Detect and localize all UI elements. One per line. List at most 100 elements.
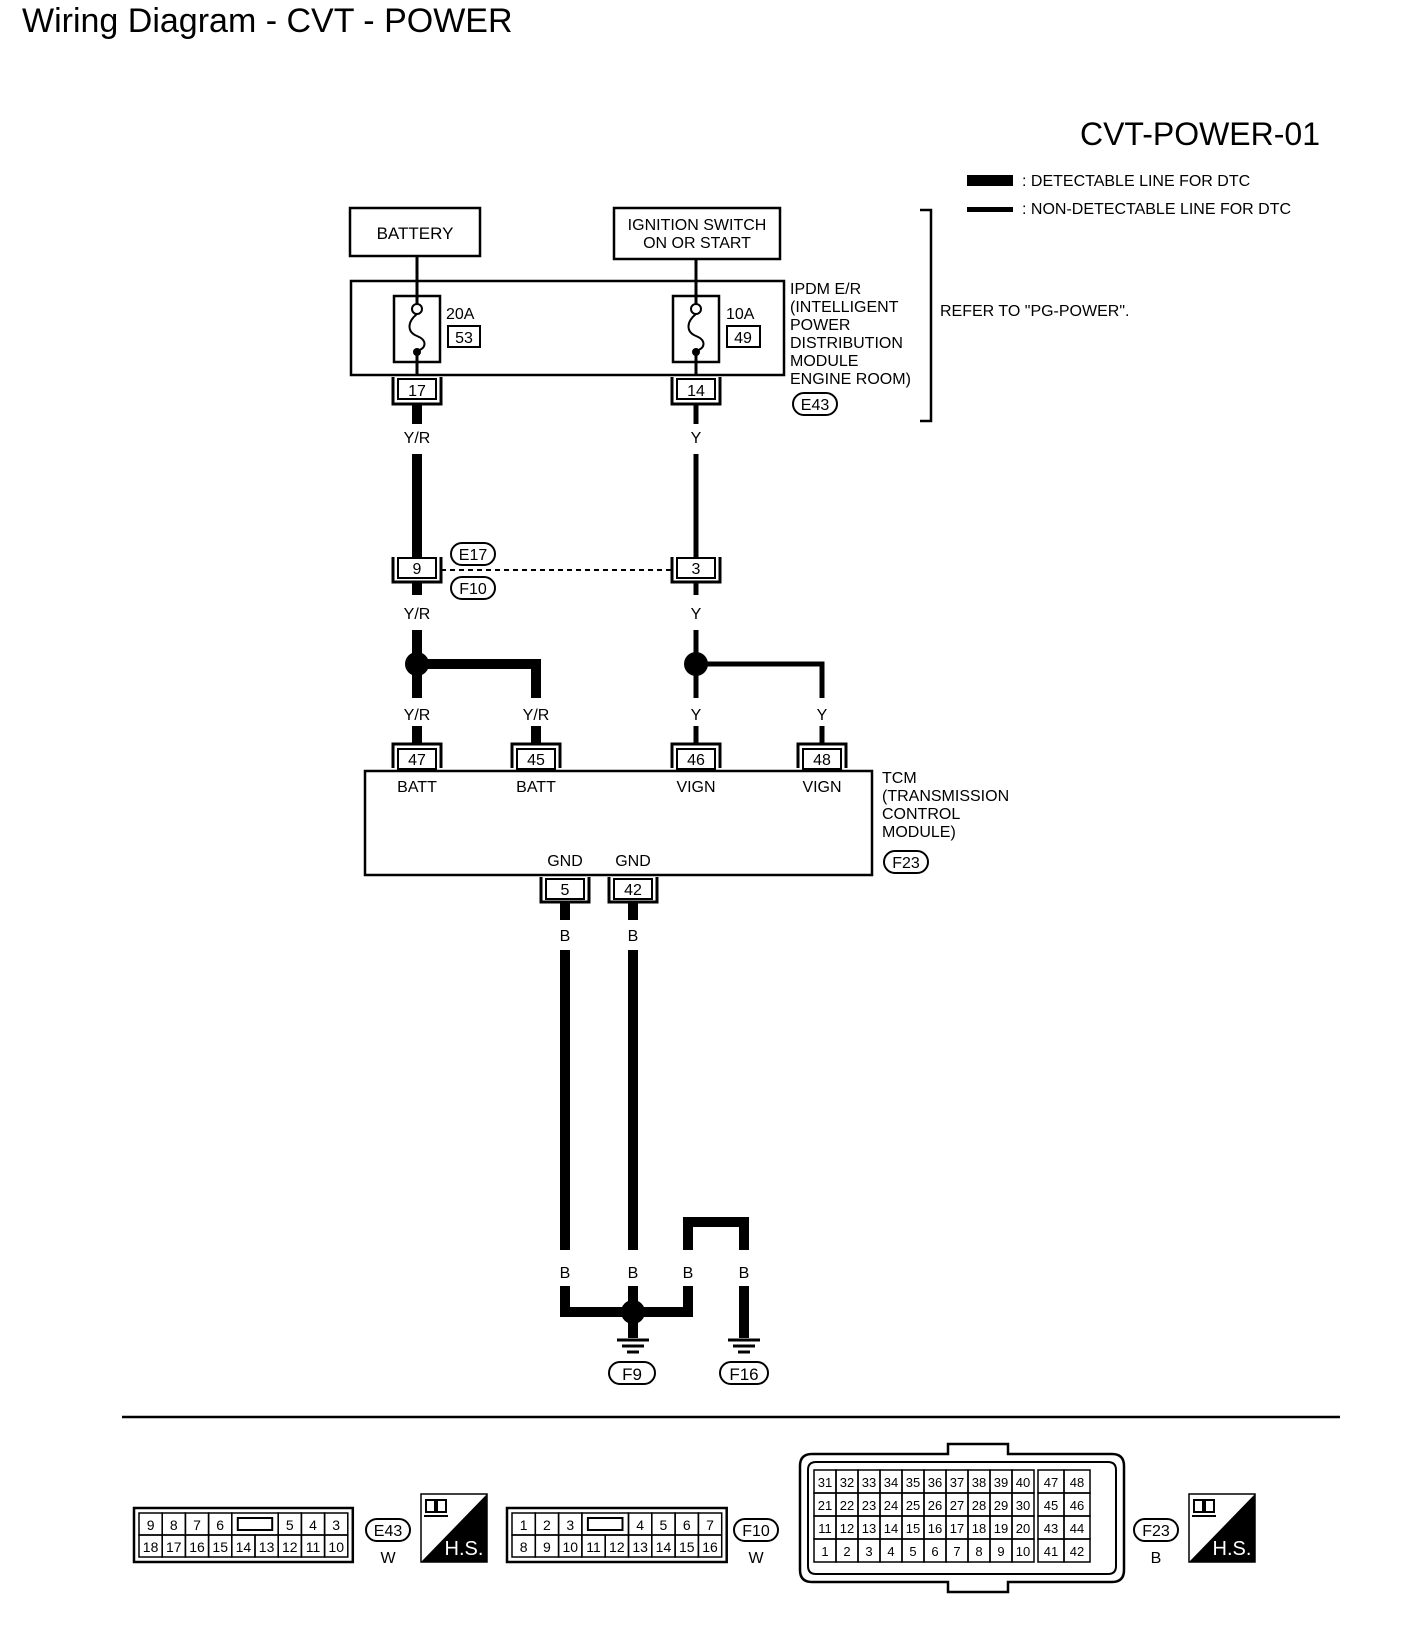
tcm-pin-5-num: 5 — [561, 882, 570, 899]
tcm-pin-48-name: VIGN — [802, 779, 841, 796]
connector-f23-pin-label: 7 — [953, 1544, 960, 1559]
y-branch-wire — [696, 661, 825, 698]
ipdm-label-line-2: (INTELLIGENT — [790, 299, 899, 316]
fuse-10a-number-box — [726, 325, 761, 348]
legend-detectable-label: : DETECTABLE LINE FOR DTC — [1022, 173, 1250, 190]
connector-f10-pin-label: 7 — [706, 1517, 714, 1533]
tcm-pin-42 — [607, 877, 659, 904]
connector-f23-pin-label: 3 — [865, 1544, 872, 1559]
connector-f23-pin-label: 19 — [994, 1521, 1008, 1536]
tcm-pin-48 — [796, 742, 848, 770]
connector-e43-pin-cell — [323, 1534, 349, 1558]
fuse-20a-number: 53 — [455, 330, 473, 347]
connector-e43-pin-label: 12 — [282, 1539, 298, 1555]
tcm-pin-45-num: 45 — [527, 752, 545, 769]
connector-f23-pin-label: 8 — [975, 1544, 982, 1559]
connector-f23-badge — [1133, 1518, 1179, 1542]
ipdm-label-line-6: ENGINE ROOM) — [790, 371, 911, 388]
connector-e43-pin-label: 3 — [332, 1517, 340, 1533]
connector-f23-pin-label: 39 — [994, 1475, 1008, 1490]
ipdm-connector-badge — [792, 392, 838, 416]
ipdm-pin-17-label: 17 — [408, 383, 426, 400]
tcm-label: TCM (TRANSMISSION CONTROL MODULE) — [882, 770, 1009, 841]
connector-f10-badge — [733, 1518, 779, 1542]
legend-non-detectable-label: : NON-DETECTABLE LINE FOR DTC — [1022, 201, 1291, 218]
connector-f10-color: W — [748, 1550, 764, 1567]
connector-e43-pin-label: 16 — [189, 1539, 205, 1555]
ipdm-pin-14-label: 14 — [687, 383, 705, 400]
connector-e43-pin-label: 11 — [306, 1539, 321, 1555]
ipdm-label: IPDM E/R (INTELLIGENT POWER DISTRIBUTION… — [790, 281, 911, 388]
connector-e43-pin-label: 5 — [286, 1517, 294, 1533]
fuse-20a-rating: 20A — [446, 306, 475, 323]
connector-f23-pin-label: 32 — [840, 1475, 854, 1490]
tcm-pin-47-name: BATT — [397, 779, 437, 796]
connector-f10-pin-label: 15 — [679, 1539, 695, 1555]
connector-f23-pin-label: 41 — [1044, 1544, 1058, 1559]
joint-pin-3-label: 3 — [692, 561, 701, 578]
tcm-pin-46-name: VIGN — [676, 779, 715, 796]
connector-f23-pin-label: 17 — [950, 1521, 964, 1536]
connector-f23-pin-label: 35 — [906, 1475, 920, 1490]
tcm-pin-42-num: 42 — [624, 882, 642, 899]
gnd-wire-label-c: B — [683, 1265, 694, 1282]
connector-f23-pin-label: 43 — [1044, 1521, 1058, 1536]
ground-symbol-f16 — [728, 1338, 760, 1354]
f16-branch-wire — [683, 1217, 749, 1250]
fuse-10a — [671, 294, 721, 375]
ground-f16-id: F16 — [729, 1365, 758, 1384]
tcm-connector-id: F23 — [892, 855, 920, 872]
connector-f23-pin-label: 12 — [840, 1521, 854, 1536]
connector-e43-pin-label: 7 — [193, 1517, 201, 1533]
ignition-switch-label-2: ON OR START — [643, 235, 751, 252]
connector-f10-pin-label: 14 — [656, 1539, 672, 1555]
connector-f23-pin-label: 15 — [906, 1521, 920, 1536]
diagram-id: CVT-POWER-01 — [1080, 116, 1320, 152]
tcm-pin-47-num: 47 — [408, 752, 426, 769]
connector-f23-pin-label: 13 — [862, 1521, 876, 1536]
connector-f23-pin-label: 21 — [818, 1498, 832, 1513]
connector-f10-pin-label: 3 — [566, 1517, 574, 1533]
gnd-wire-label-b: B — [628, 1265, 639, 1282]
connector-f23-pin-cell — [1063, 1538, 1091, 1563]
connector-f10-pin-label: 1 — [520, 1517, 528, 1533]
connector-e43-pin-label: 15 — [212, 1539, 228, 1555]
tcm-box — [363, 769, 874, 877]
connector-f23-pin-label: 18 — [972, 1521, 986, 1536]
gnd-wire-label-d: B — [739, 1265, 750, 1282]
connector-f23-pin-label: 4 — [887, 1544, 894, 1559]
connector-f23-pin-label: 10 — [1016, 1544, 1030, 1559]
fuse-20a-number-box — [447, 325, 481, 348]
connector-e43-pin-label: 17 — [166, 1539, 182, 1555]
connector-f23-pin-label: 42 — [1070, 1544, 1084, 1559]
connector-f23-pin-label: 9 — [997, 1544, 1004, 1559]
connector-f10-pin-label: 2 — [543, 1517, 551, 1533]
ground-f9-badge — [608, 1361, 656, 1385]
connector-f10-pin-label: 11 — [586, 1539, 601, 1555]
connector-e43-pin-label: 6 — [216, 1517, 224, 1533]
joint-connector-e17-id: E17 — [459, 547, 488, 564]
tcm-connector-badge — [883, 850, 929, 874]
connector-f23-pin-label: 36 — [928, 1475, 942, 1490]
connector-f10-pin-label: 16 — [702, 1539, 718, 1555]
connector-f10-pin-label: 4 — [636, 1517, 644, 1533]
yr-wire-label-2: Y/R — [404, 606, 431, 623]
pin-47-wire-label: Y/R — [404, 707, 431, 724]
connector-f10-id: F10 — [742, 1523, 770, 1540]
battery-box — [348, 206, 482, 258]
connector-e43-pin-label: 13 — [259, 1539, 275, 1555]
tcm-pin-46-num: 46 — [687, 752, 705, 769]
connector-f23-pin-label: 30 — [1016, 1498, 1030, 1513]
connector-f23-pin-label: 47 — [1044, 1475, 1058, 1490]
tcm-gnd-42-name: GND — [615, 853, 651, 870]
pin-45-wire-label: Y/R — [523, 707, 550, 724]
tcm-pin-46 — [670, 742, 722, 770]
gnd-wire-42-label-1: B — [628, 928, 639, 945]
ipdm-label-line-5: MODULE — [790, 353, 858, 370]
ipdm-label-line-1: IPDM E/R — [790, 281, 861, 298]
connector-f23-pin-label: 22 — [840, 1498, 854, 1513]
fuse-10a-rating: 10A — [726, 306, 755, 323]
joint-connector-f10-badge — [450, 576, 496, 600]
